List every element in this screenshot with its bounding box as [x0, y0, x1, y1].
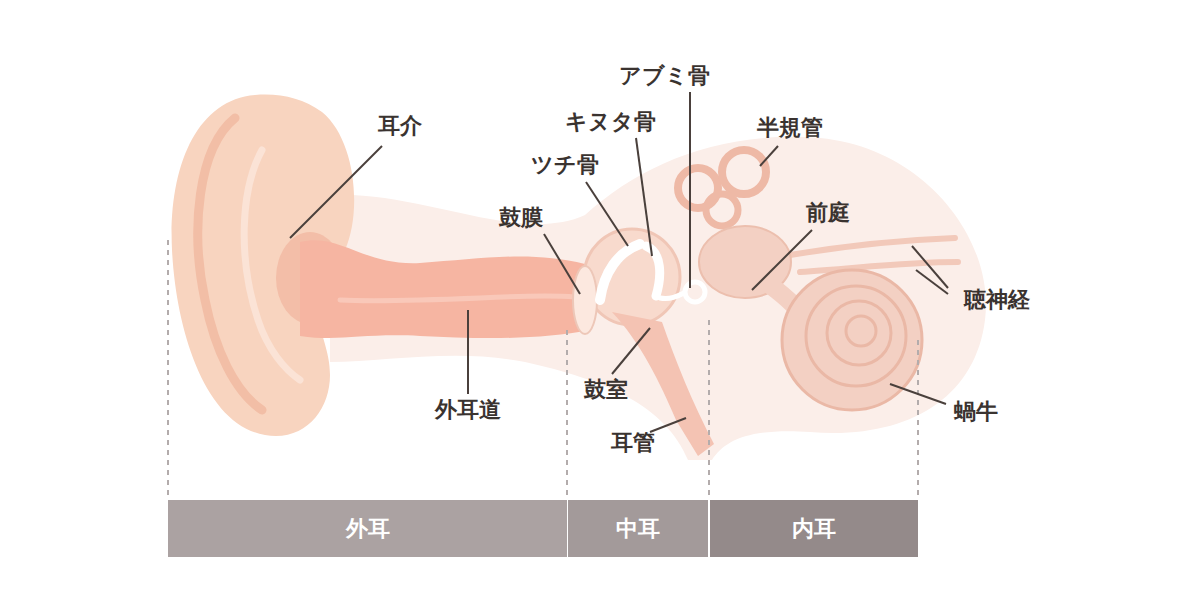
part-name: 前庭	[806, 200, 850, 226]
section-dividers	[168, 240, 918, 500]
ear-canal	[300, 240, 590, 338]
cochlea-turn	[806, 286, 906, 386]
nerve	[790, 238, 955, 255]
part-name: アブミ骨	[619, 63, 710, 89]
malleus	[600, 244, 640, 300]
part-name: キヌタ骨	[565, 109, 656, 135]
cochlea-turn	[846, 316, 876, 346]
tympanic-cavity	[584, 229, 680, 325]
part-name: 聴神経	[964, 287, 1030, 313]
stapes	[660, 293, 684, 299]
canal-highlight	[340, 296, 575, 301]
part-name: ツチ骨	[531, 152, 599, 178]
leader-lines	[290, 92, 948, 432]
part-name: 鼓室	[584, 377, 628, 403]
section-band: 内耳	[710, 500, 918, 557]
section-band: 外耳	[168, 500, 567, 557]
section-name: 外耳	[346, 514, 390, 544]
incus	[646, 246, 660, 296]
section-band: 中耳	[568, 500, 708, 557]
canal-loop	[706, 194, 738, 226]
part-name: 半規管	[757, 115, 823, 141]
canal-loop	[722, 150, 766, 194]
part-name: 耳管	[611, 430, 655, 456]
head-region	[330, 137, 986, 460]
part-name: 外耳道	[435, 397, 501, 423]
part-name: 蝸牛	[954, 399, 998, 425]
eardrum	[573, 266, 597, 334]
part-name: 鼓膜	[499, 205, 543, 231]
part-name: 耳介	[378, 113, 422, 139]
cochlea-turn	[827, 301, 891, 365]
cochlea	[782, 270, 922, 410]
helix-rim	[198, 118, 262, 410]
stapes-footplate	[685, 282, 705, 302]
section-name: 中耳	[616, 514, 660, 544]
section-name: 内耳	[792, 514, 836, 544]
